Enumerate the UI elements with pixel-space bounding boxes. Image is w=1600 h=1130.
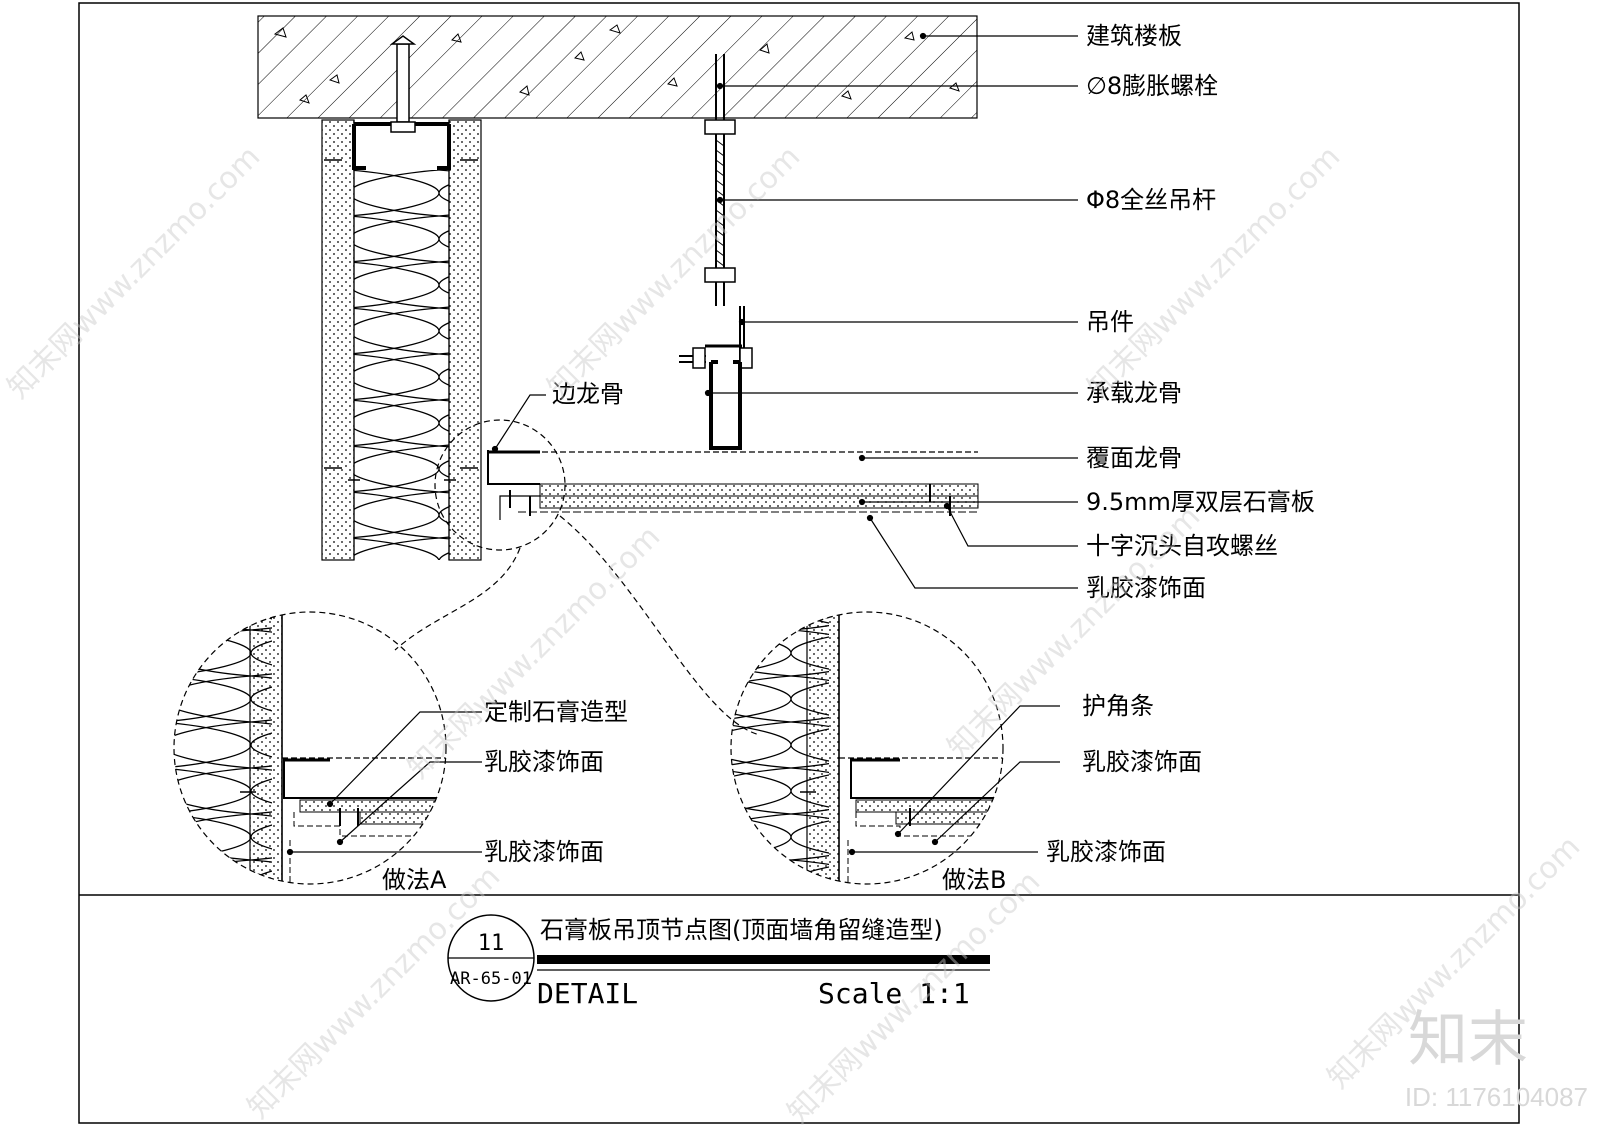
drawing-title: 石膏板吊顶节点图(顶面墙角留缝造型): [540, 916, 943, 944]
watermark-site-2: 知末网www.znzmo.com: [541, 139, 807, 405]
label-slab: 建筑楼板: [1086, 22, 1182, 50]
detail-label: DETAIL: [537, 977, 638, 1010]
label-screw: 十字沉头自攻螺丝: [1086, 532, 1278, 560]
label-b-corner-bead: 护角条: [1082, 692, 1154, 720]
watermark-site-5: 知末网www.znzmo.com: [941, 499, 1207, 765]
leader-lines: [286, 32, 1078, 856]
caption-a: 做法A: [382, 866, 447, 894]
label-bolt: ∅8膨胀螺栓: [1086, 72, 1218, 100]
label-main-keel: 承载龙骨: [1086, 379, 1182, 407]
sheet-number: AR-65-01: [450, 969, 532, 989]
watermark-site-1: 知末网www.znzmo.com: [1, 139, 267, 405]
watermark-site-3: 知末网www.znzmo.com: [1081, 139, 1347, 405]
title-underline-thick: [537, 955, 990, 964]
zoom-circle: [434, 419, 566, 551]
detail-number: 11: [478, 931, 505, 956]
hanger-assembly: [679, 54, 753, 450]
label-a-finish-2: 乳胶漆饰面: [484, 838, 604, 866]
ceiling-layers: [487, 450, 979, 520]
concrete-slab: [257, 15, 978, 119]
drawing-frame: [78, 2, 1520, 1124]
label-a-custom-shape: 定制石膏造型: [484, 698, 628, 726]
scale-label: Scale 1:1: [818, 977, 970, 1010]
label-b-finish-1: 乳胶漆饰面: [1082, 748, 1202, 776]
caption-b: 做法B: [942, 866, 1006, 894]
label-b-finish-2: 乳胶漆饰面: [1046, 838, 1166, 866]
label-rod: Φ8全丝吊杆: [1086, 186, 1216, 214]
label-a-finish-1: 乳胶漆饰面: [484, 748, 604, 776]
zoom-link-a: [394, 547, 521, 651]
label-edge-keel: 边龙骨: [552, 380, 624, 408]
label-finish: 乳胶漆饰面: [1086, 574, 1206, 602]
label-cover-keel: 覆面龙骨: [1086, 444, 1182, 472]
partition-wall: [321, 35, 482, 561]
image-id: ID: 1176104087: [1405, 1082, 1588, 1112]
label-board: 9.5mm厚双层石膏板: [1086, 488, 1315, 516]
label-hanger: 吊件: [1086, 308, 1134, 336]
brand-logo-text: 知末: [1408, 1005, 1528, 1075]
title-block: 11 AR-65-01 石膏板吊顶节点图(顶面墙角留缝造型) DETAIL Sc…: [447, 914, 990, 1010]
